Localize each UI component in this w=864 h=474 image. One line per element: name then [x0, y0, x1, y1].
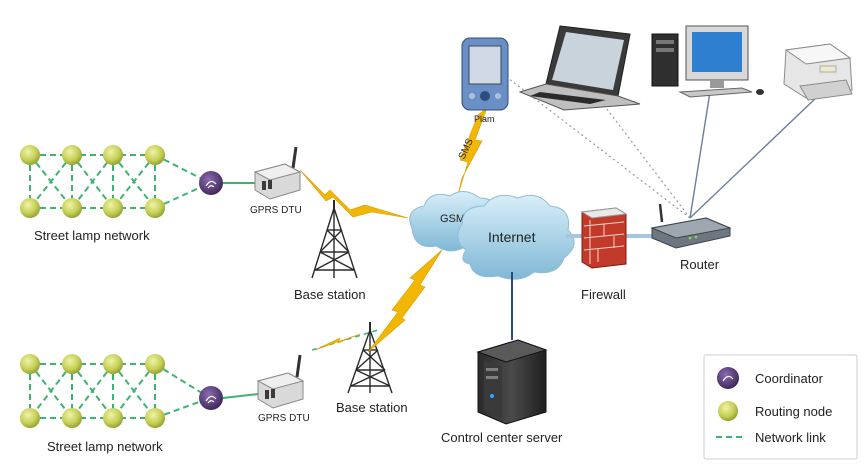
- firewall-label: Firewall: [581, 287, 626, 302]
- street-lamp-network-label: Street lamp network: [47, 439, 163, 454]
- routing-node: [20, 145, 40, 165]
- routing-node: [62, 354, 82, 374]
- palm-device-icon: [461, 37, 509, 111]
- legend: Coordinator Routing node Network link: [703, 354, 858, 460]
- network-links: [29, 154, 211, 209]
- routing-node: [103, 408, 123, 428]
- routing-node: [103, 145, 123, 165]
- control-center-server-label: Control center server: [441, 430, 563, 445]
- legend-item-coordinator: Coordinator: [717, 367, 824, 389]
- top-lamp-network: Street lamp network: [20, 145, 255, 243]
- wireless-links: [299, 107, 488, 353]
- routing-node: [103, 354, 123, 374]
- desktop-computer-icon: [651, 25, 764, 98]
- base-station-label: Base station: [336, 400, 408, 415]
- router-device-links: [499, 71, 819, 219]
- routing-node: [20, 198, 40, 218]
- firewall-icon: [580, 207, 628, 269]
- routing-node: [20, 354, 40, 374]
- printer-icon: [783, 43, 853, 101]
- lightning-bolt: [367, 249, 443, 353]
- legend-coordinator-label: Coordinator: [755, 371, 824, 386]
- routing-node: [145, 408, 165, 428]
- street-lamp-network-label: Street lamp network: [34, 228, 150, 243]
- bottom-lamp-network: Street lamp network: [20, 354, 259, 454]
- routing-node: [145, 198, 165, 218]
- gprs-dtu-label: GPRS DTU: [258, 413, 310, 424]
- routing-node: [20, 408, 40, 428]
- laptop-icon: [518, 25, 641, 111]
- gprs-dtu-bottom: GPRS DTU: [256, 354, 310, 424]
- routing-node: [62, 408, 82, 428]
- internet-cloud: Internet: [457, 194, 575, 280]
- base-station-label: Base station: [294, 287, 366, 302]
- network-links: [29, 363, 211, 419]
- routing-node: [103, 198, 123, 218]
- routing-node: [145, 145, 165, 165]
- legend-routing-node-label: Routing node: [755, 404, 832, 419]
- legend-network-link-label: Network link: [755, 430, 826, 445]
- legend-item-routing-node: Routing node: [718, 401, 832, 421]
- lightning-bolt: [299, 169, 409, 219]
- router-label: Router: [680, 257, 720, 272]
- base-station-bottom: [347, 322, 393, 394]
- base-station-top: [311, 200, 358, 279]
- internet-label: Internet: [488, 229, 536, 245]
- gsm-label: GSM: [440, 213, 465, 225]
- coordinator-node: [199, 171, 223, 195]
- lightning-bolt: [314, 333, 361, 351]
- routing-node: [62, 198, 82, 218]
- routing-node: [62, 145, 82, 165]
- palm-label: Plam: [474, 114, 495, 124]
- router-icon: [650, 203, 732, 249]
- gprs-dtu-top: GPRS DTU: [250, 146, 302, 216]
- gprs-dtu-label: GPRS DTU: [250, 205, 302, 216]
- server-icon: [476, 339, 548, 425]
- legend-item-network-link: Network link: [716, 430, 826, 445]
- routing-node: [145, 354, 165, 374]
- coordinator-node: [199, 386, 223, 410]
